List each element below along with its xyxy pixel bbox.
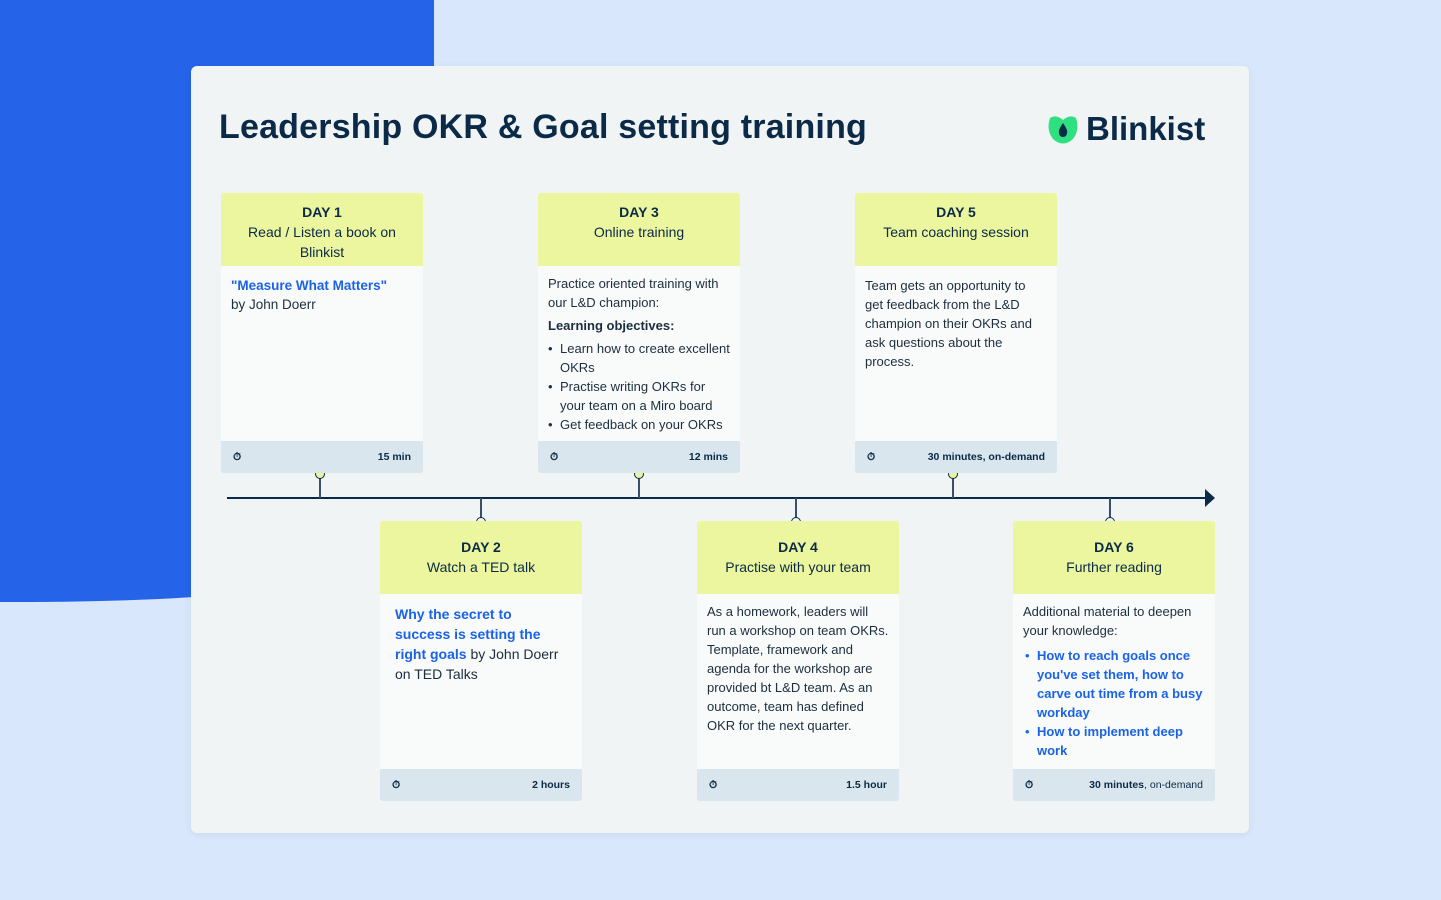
connector (480, 498, 482, 520)
day-header: Online training (593, 224, 685, 240)
book-link[interactable]: "Measure What Matters" (231, 278, 388, 293)
stopwatch-icon: ⏱ (233, 450, 242, 463)
duration: 30 minutes, on-demand (1089, 776, 1203, 795)
day-2-card: DAY 2 Watch a TED talk Why the secret to … (380, 521, 582, 801)
day-header: Practise with your team (725, 559, 871, 575)
connector (1109, 498, 1111, 520)
stopwatch-icon: ⏱ (392, 778, 401, 791)
stopwatch-icon: ⏱ (709, 778, 718, 791)
day-6-card: DAY 6 Further reading Additional material… (1013, 521, 1215, 801)
day-label: DAY 1 (302, 204, 342, 220)
objective-item: Get feedback on your OKRs (548, 415, 730, 434)
description: As a homework, leaders will run a worksh… (707, 604, 889, 733)
day-header: Further reading (1066, 559, 1162, 575)
intro-text: Practice oriented training with our L&D … (548, 276, 719, 310)
talk-author: by John Doerr on TED Talks (395, 646, 559, 682)
connector (795, 498, 797, 520)
connector (638, 476, 640, 498)
day-5-card: DAY 5 Team coaching session Team gets an … (855, 193, 1057, 473)
duration: 30 minutes, on-demand (927, 450, 1045, 463)
intro-text: Additional material to deepen your knowl… (1023, 604, 1192, 638)
stopwatch-icon: ⏱ (867, 450, 876, 463)
timeline-arrow-icon (1205, 489, 1215, 507)
stopwatch-icon: ⏱ (550, 450, 559, 463)
connector (319, 476, 321, 498)
duration: 12 mins (688, 450, 728, 463)
objective-item: Learn how to create excellent OKRs (548, 339, 730, 377)
objectives-label: Learning objectives: (548, 318, 675, 333)
day-3-card: DAY 3 Online training Practice oriented t… (538, 193, 740, 473)
blinkist-logo: Blinkist (1046, 110, 1205, 148)
day-label: DAY 6 (1094, 539, 1134, 555)
connector (952, 476, 954, 498)
stopwatch-icon: ⏱ (1025, 778, 1034, 791)
ted-talk-link[interactable]: Why the secret to success is setting the… (395, 606, 541, 662)
reading-link[interactable]: How to reach goals once you've set them,… (1037, 648, 1203, 720)
duration: 1.5 hour (846, 778, 887, 791)
day-header: Read / Listen a book on Blinkist (248, 224, 396, 260)
duration: 2 hours (532, 778, 570, 791)
day-label: DAY 5 (936, 204, 976, 220)
duration-rest: , on-demand (1144, 778, 1203, 791)
blinkist-leaf-icon (1048, 116, 1078, 144)
day-4-card: DAY 4 Practise with your team As a homewo… (697, 521, 899, 801)
objective-item: Practise writing OKRs for your team on a… (548, 377, 730, 415)
timeline (227, 497, 1207, 499)
day-label: DAY 3 (619, 204, 659, 220)
day-header: Watch a TED talk (426, 559, 536, 575)
page-title: Leadership OKR & Goal setting training (219, 108, 868, 146)
description: Team gets an opportunity to get feedback… (865, 278, 1032, 369)
day-1-card: DAY 1 Read / Listen a book on Blinkist "M… (221, 193, 423, 473)
duration: 15 min (377, 450, 411, 463)
day-label: DAY 4 (778, 539, 818, 555)
book-author: by John Doerr (231, 297, 316, 312)
brand-name: Blinkist (1086, 110, 1206, 147)
day-label: DAY 2 (461, 539, 501, 555)
reading-link[interactable]: How to implement deep work (1037, 724, 1183, 758)
duration-bold: 30 minutes (1089, 778, 1145, 791)
day-header: Team coaching session (883, 224, 1029, 240)
